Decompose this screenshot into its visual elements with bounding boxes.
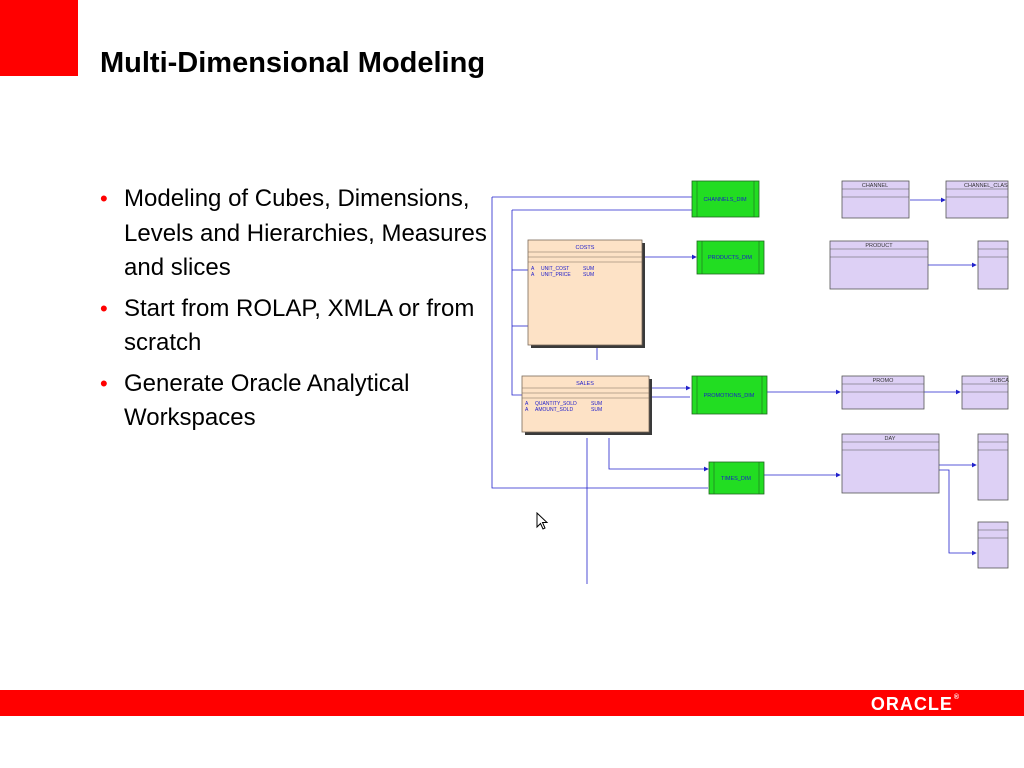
bullet-text: Modeling of Cubes, Dimensions, Levels an… xyxy=(124,185,487,281)
cube-sales[interactable]: SALES A QUANTITY_SOLD SUM A AMOUNT_SOLD … xyxy=(521,375,652,435)
cube-title: SALES xyxy=(576,381,594,387)
dimension-channels[interactable]: CHANNELS_DIM xyxy=(691,180,760,218)
level-title: CHANNEL xyxy=(862,183,888,189)
level-product-child[interactable] xyxy=(977,240,1009,290)
measure-name: AMOUNT_SOLD xyxy=(535,407,573,413)
measure-flag: A xyxy=(531,266,535,272)
measure-flag: A xyxy=(531,272,535,278)
level-title: SUBCA xyxy=(990,378,1009,384)
bullet-dot-icon: • xyxy=(100,370,108,396)
oracle-logo-text: ORACLE xyxy=(870,694,953,714)
measure-name: UNIT_COST xyxy=(541,266,569,272)
cube-title: COSTS xyxy=(576,245,595,251)
level-product[interactable]: PRODUCT xyxy=(829,240,929,290)
level-promo[interactable]: PROMO xyxy=(841,375,925,410)
bullet-dot-icon: • xyxy=(100,295,108,321)
level-day-child[interactable] xyxy=(977,433,1009,501)
measure-agg: SUM xyxy=(583,266,594,272)
cube-costs[interactable]: COSTS A UNIT_COST SUM A UNIT_PRICE SUM xyxy=(527,239,645,348)
mouse-cursor-icon xyxy=(536,512,549,530)
measure-agg: SUM xyxy=(591,407,602,413)
connector-lines xyxy=(491,196,977,584)
level-title: PROMO xyxy=(873,378,895,384)
corner-red-square xyxy=(0,0,78,76)
level-title: CHANNEL_CLAS xyxy=(964,183,1008,189)
dimension-promotions[interactable]: PROMOTIONS_DIM xyxy=(691,375,768,415)
dimension-label: PRODUCTS_DIM xyxy=(708,255,752,261)
measure-flag: A xyxy=(525,407,529,413)
level-title: DAY xyxy=(885,436,896,442)
measure-agg: SUM xyxy=(583,272,594,278)
footer-bar xyxy=(0,690,1024,716)
bullet-text: Start from ROLAP, XMLA or from scratch xyxy=(124,294,475,357)
dimension-times[interactable]: TIMES_DIM xyxy=(708,461,765,495)
slide-title: Multi-Dimensional Modeling xyxy=(100,47,486,79)
dimension-label: TIMES_DIM xyxy=(721,476,751,482)
bullet-text: Generate Oracle Analytical Workspaces xyxy=(124,369,410,432)
level-title: PRODUCT xyxy=(865,243,893,249)
dimension-label: PROMOTIONS_DIM xyxy=(704,393,755,399)
measure-name: QUANTITY_SOLD xyxy=(535,401,577,407)
bullet-item: • Start from ROLAP, XMLA or from scratch xyxy=(100,292,495,361)
dimension-products[interactable]: PRODUCTS_DIM xyxy=(696,240,765,275)
bullet-item: • Modeling of Cubes, Dimensions, Levels a… xyxy=(100,182,495,286)
measure-name: UNIT_PRICE xyxy=(541,272,571,278)
level-day[interactable]: DAY xyxy=(841,433,940,494)
cube-dimension-diagram: COSTS A UNIT_COST SUM A UNIT_PRICE SUM S… xyxy=(491,180,1009,584)
level-day-grandchild[interactable] xyxy=(977,521,1009,569)
oracle-logo: ORACLE® xyxy=(871,694,960,715)
bullet-dot-icon: • xyxy=(100,186,108,211)
bullet-list: • Modeling of Cubes, Dimensions, Levels a… xyxy=(100,182,495,442)
measure-flag: A xyxy=(525,401,529,407)
level-channel-class[interactable]: CHANNEL_CLAS xyxy=(945,180,1009,219)
level-subca[interactable]: SUBCA xyxy=(961,375,1009,410)
bullet-item: • Generate Oracle Analytical Workspaces xyxy=(100,367,495,436)
dimension-label: CHANNELS_DIM xyxy=(703,197,747,203)
registered-mark: ® xyxy=(953,694,960,701)
measure-agg: SUM xyxy=(591,401,602,407)
level-channel[interactable]: CHANNEL xyxy=(841,180,910,219)
